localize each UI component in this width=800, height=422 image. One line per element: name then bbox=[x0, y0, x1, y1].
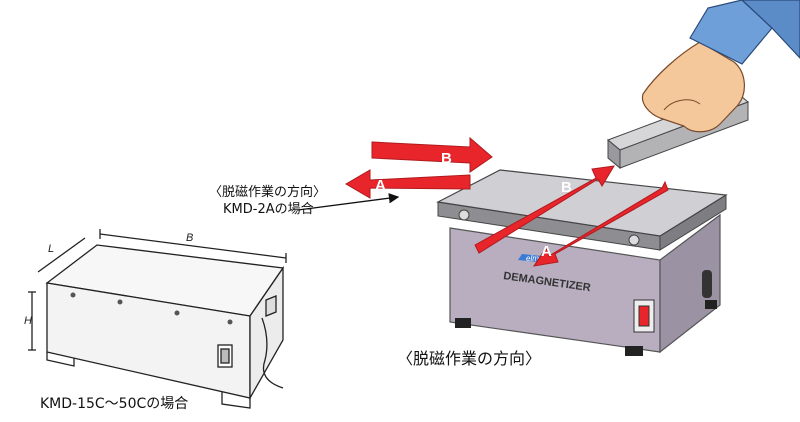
demagnetizer-device bbox=[436, 169, 728, 356]
device-arrow-b bbox=[474, 165, 615, 254]
dimension-h-label: H bbox=[24, 315, 32, 327]
brand-logo-text: elmag bbox=[526, 254, 548, 263]
pointer-line bbox=[297, 193, 400, 211]
model-15c-50c-drawing bbox=[28, 229, 287, 409]
floating-arrow-a bbox=[345, 169, 471, 199]
device-arrow-a bbox=[532, 180, 669, 267]
direction-label-bottom: 〈脱磁作業の方向〉 bbox=[397, 349, 542, 368]
floating-arrow-b bbox=[371, 136, 493, 173]
device-arrow-b-label: B bbox=[561, 179, 572, 196]
dimension-l-label: L bbox=[48, 243, 54, 255]
direction-label-top: 〈脱磁作業の方向〉 bbox=[209, 185, 327, 200]
hand-illustration bbox=[641, 0, 800, 133]
floating-arrow-a-label: A bbox=[375, 177, 386, 194]
model-2a-label: KMD-2Aの場合 bbox=[223, 202, 314, 217]
model-range-label: KMD-15C～50Cの場合 bbox=[40, 396, 189, 412]
device-arrow-a-label: A bbox=[541, 243, 552, 260]
floating-arrow-b-label: B bbox=[441, 150, 452, 167]
dimension-b-label: B bbox=[186, 232, 193, 244]
